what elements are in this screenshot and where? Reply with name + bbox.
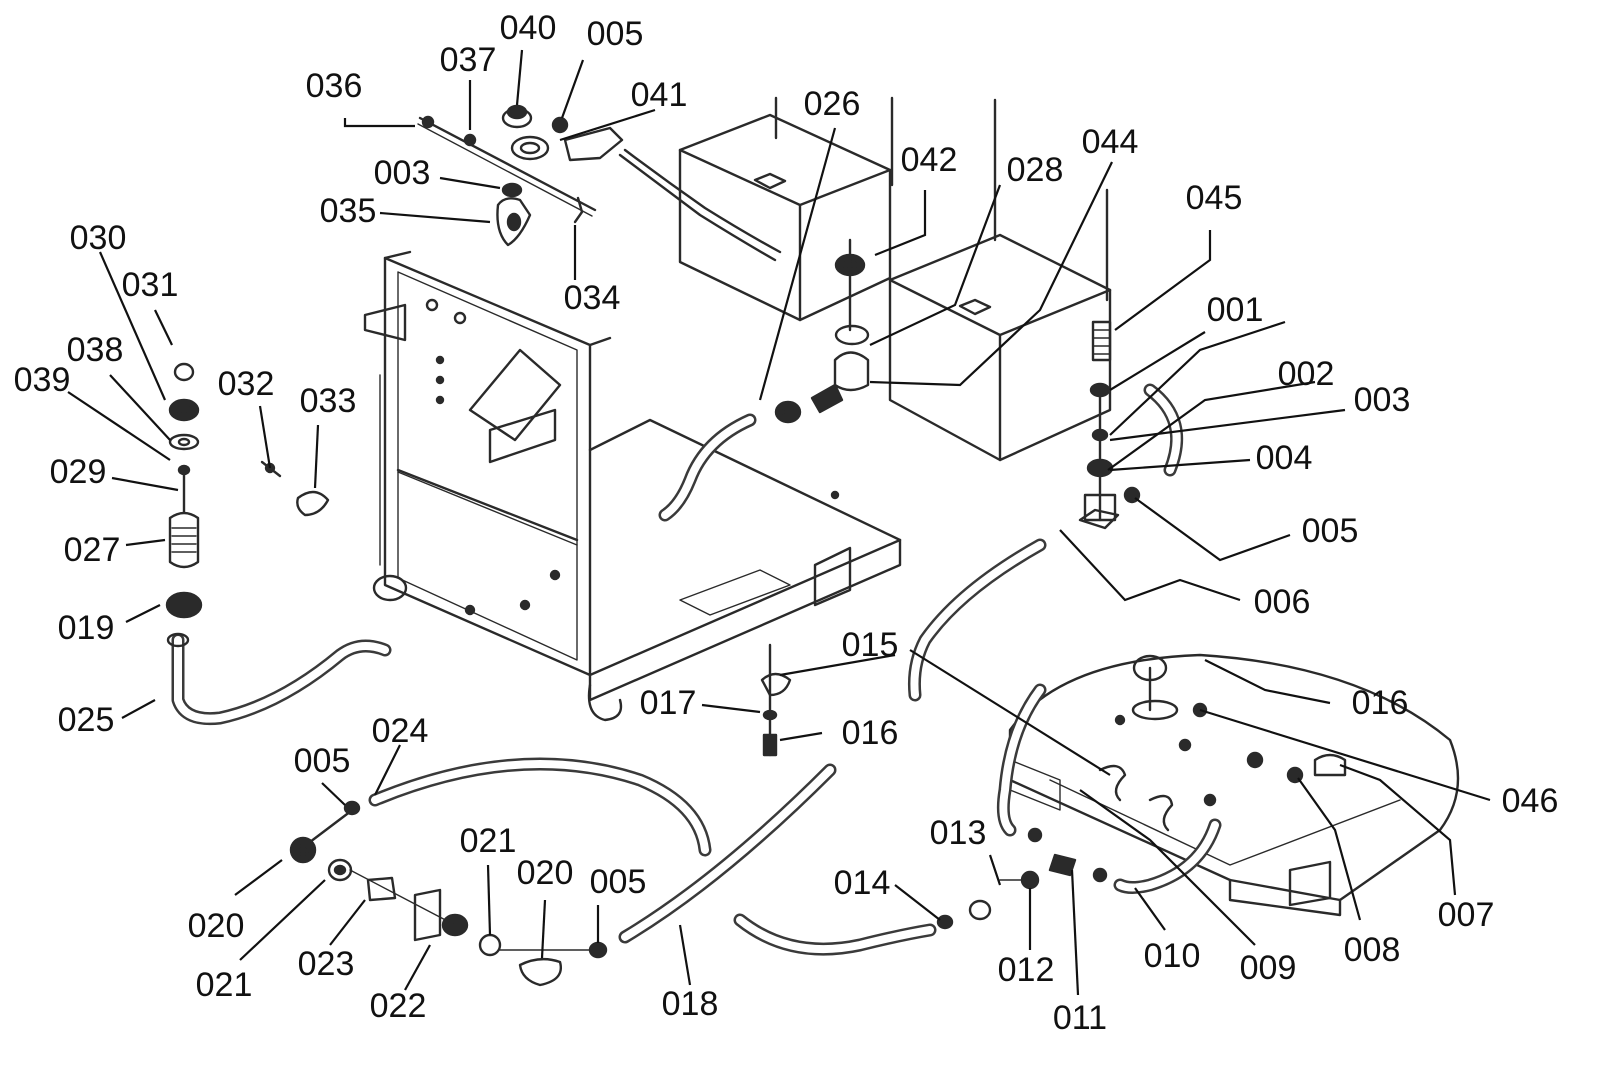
callout-017: 017 [640,684,697,722]
callout-042: 042 [901,141,958,179]
callout-006: 006 [1254,583,1311,621]
center-bolt [760,643,792,757]
base-assembly [936,653,1460,930]
callout-003: 003 [374,154,431,192]
callout-014: 014 [834,864,891,902]
callout-025: 025 [58,701,115,739]
callout-021: 021 [460,822,517,860]
callout-004: 004 [1256,439,1313,477]
callout-015: 015 [842,626,899,664]
callout-038: 038 [67,331,124,369]
left-fuel-assembly [165,362,392,726]
callout-009: 009 [1240,949,1297,987]
bottom-hose-assembly [289,757,837,987]
callout-040: 040 [500,9,557,47]
parts-drawing [165,96,1460,987]
callout-005: 005 [587,15,644,53]
callout-008: 008 [1344,931,1401,969]
callout-024: 024 [372,712,429,750]
callout-011: 011 [1053,999,1107,1037]
callout-031: 031 [122,266,179,304]
callout-028: 028 [1007,151,1064,189]
callout-013: 013 [930,814,987,852]
center-hoses [658,413,1047,956]
callout-032: 032 [218,365,275,403]
main-frame [363,250,902,722]
callout-005: 005 [590,863,647,901]
callout-016: 016 [842,714,899,752]
callout-020: 020 [188,907,245,945]
callout-005: 005 [294,742,351,780]
callout-007: 007 [1438,896,1495,934]
callout-020: 020 [517,854,574,892]
callout-016: 016 [1352,684,1409,722]
callout-033: 033 [300,382,357,420]
callout-002: 002 [1278,355,1335,393]
callout-026: 026 [804,85,861,123]
callout-034: 034 [564,279,621,317]
fuel-tanks [678,96,1112,462]
callout-029: 029 [50,453,107,491]
callout-046: 046 [1502,782,1559,820]
clamp-parts [260,460,330,517]
callout-021: 021 [196,966,253,1004]
right-fitting-stack [1078,320,1184,530]
tank-fittings [774,238,870,424]
callout-041: 041 [631,76,688,114]
callout-010: 010 [1144,937,1201,975]
top-linkage-assembly [417,104,782,262]
callout-018: 018 [662,985,719,1023]
callout-036: 036 [306,67,363,105]
callout-019: 019 [58,609,115,647]
callout-022: 022 [370,987,427,1025]
callout-044: 044 [1082,123,1139,161]
callout-003: 003 [1354,381,1411,419]
callout-045: 045 [1186,179,1243,217]
callout-001: 001 [1207,291,1264,329]
callout-039: 039 [14,361,71,399]
callout-023: 023 [298,945,355,983]
callout-027: 027 [64,531,121,569]
callout-005: 005 [1302,512,1359,550]
callout-012: 012 [998,951,1055,989]
callout-030: 030 [70,219,127,257]
callout-labels: 040 005 037 036 041 026 003 035 034 042 … [14,9,1559,1037]
callout-037: 037 [440,41,497,79]
callout-035: 035 [320,192,377,230]
leader-lines [67,49,1491,996]
